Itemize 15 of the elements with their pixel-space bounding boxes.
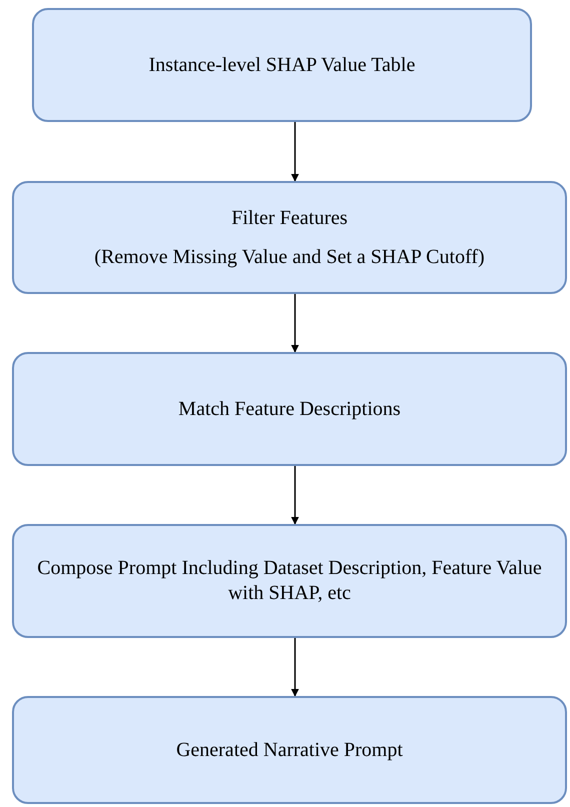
box-text: Match Feature Descriptions xyxy=(178,396,401,422)
arrow xyxy=(291,294,299,353)
arrow xyxy=(291,466,299,525)
process-box xyxy=(12,524,567,638)
process-box xyxy=(12,352,567,466)
process-box xyxy=(12,696,567,804)
box-text: Generated Narrative Prompt xyxy=(176,738,403,762)
box-text: Filter Features xyxy=(231,206,348,230)
arrow xyxy=(291,122,299,182)
process-box xyxy=(32,8,532,122)
box-text: Instance-level SHAP Value Table xyxy=(148,52,416,78)
box-text: (Remove Missing Value and Set a SHAP Cutoff) xyxy=(94,244,485,270)
process-box xyxy=(12,181,567,294)
box-text: Compose Prompt Including Dataset Description, Feature Value with SHAP, etc xyxy=(36,556,543,606)
arrow xyxy=(291,638,299,697)
